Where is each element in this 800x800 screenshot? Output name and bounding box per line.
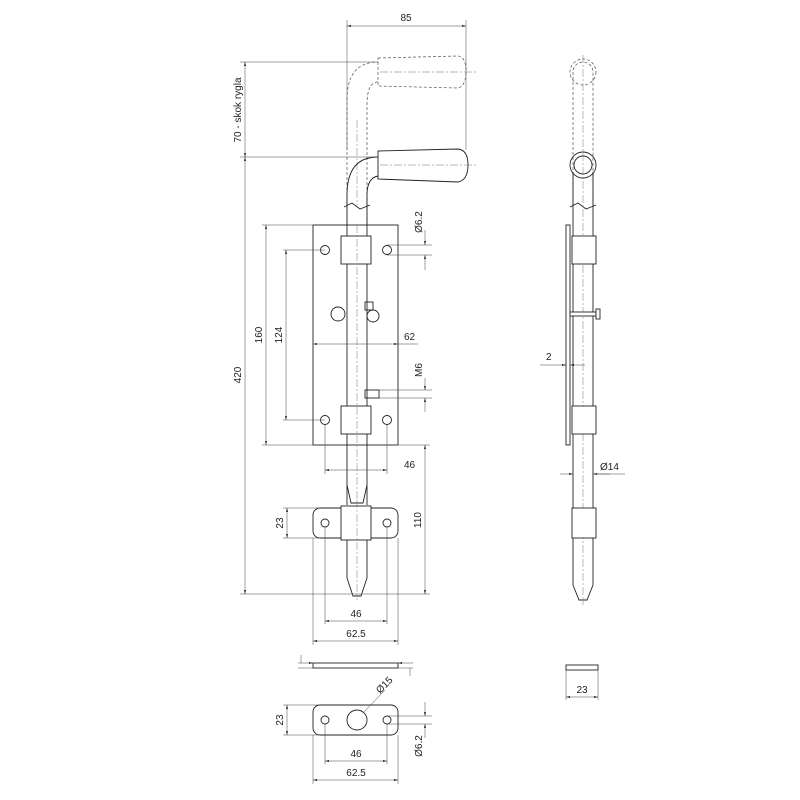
- dim-plate-width: 62: [404, 332, 416, 343]
- dim-receiver-hole: Ø15: [374, 675, 395, 696]
- dim-rod-diameter: Ø14: [600, 462, 619, 473]
- dim-hole-spacing-vertical: 124: [274, 326, 285, 343]
- dim-strip-width: 23: [576, 685, 588, 696]
- dim-keeper-height: 23: [275, 517, 286, 529]
- screw: [364, 389, 380, 399]
- dim-screw-thread: M6: [414, 363, 425, 377]
- keeper-strip: [312, 662, 399, 669]
- rod-guide-top: [340, 235, 372, 265]
- dim-plate-thickness: 2: [546, 352, 552, 363]
- front-view: [312, 55, 478, 736]
- dim-keeper-hole-spacing: 46: [350, 609, 362, 620]
- dim-handle-reach: 85: [400, 13, 412, 24]
- dim-keeper-width: 62.5: [346, 629, 366, 640]
- side-plate: [565, 224, 571, 446]
- dim-hole-diameter: Ø6.2: [414, 211, 425, 233]
- dim-receiver-hole-small: Ø6.2: [414, 735, 425, 757]
- dim-receiver-hole-spacing: 46: [350, 749, 362, 760]
- receiver-plate: [312, 704, 399, 736]
- dim-receiver-width: 62.5: [346, 768, 366, 779]
- handle: [346, 148, 478, 210]
- break-line: [343, 202, 371, 210]
- dim-plate-height: 160: [254, 326, 265, 343]
- dim-hole-spacing-horizontal: 46: [404, 460, 416, 471]
- side-view: 2 Ø14 23: [540, 55, 625, 700]
- keeper: [312, 500, 399, 600]
- strip-end-view: [565, 664, 599, 671]
- dimensions: 85 70 - skok rygla 420 160 124 62 Ø6.2 M…: [233, 13, 467, 784]
- dim-total-length: 420: [233, 366, 244, 383]
- dim-bolt-projection: 110: [413, 512, 424, 528]
- dim-bolt-stroke: 70 - skok rygla: [233, 77, 244, 142]
- dim-receiver-height: 23: [275, 714, 286, 726]
- side-pin: [569, 311, 597, 317]
- rod-guide-bottom: [340, 405, 372, 435]
